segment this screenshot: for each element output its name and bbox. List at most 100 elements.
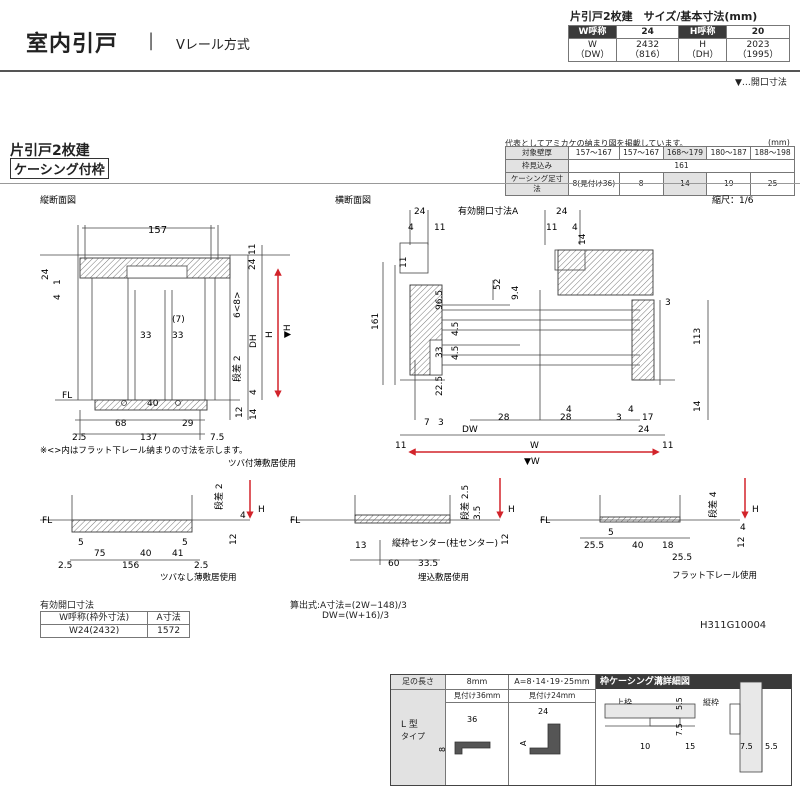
dim-label: 11 [248,244,258,255]
dim-label: 11 [395,441,406,451]
dim-label: 25.5 [672,553,692,563]
sill-detail-flat-rail [540,495,740,539]
effective-title: 有効開口寸法 [40,601,95,611]
dim-label: 段差 4 [707,491,719,518]
vertical-section [40,225,290,440]
dim-label: 7.5 [675,723,684,736]
dim-label: 10 [640,742,650,751]
dim-label: 4 [408,223,414,233]
fl-label: FL [62,391,72,401]
dim-label: 8 [438,747,447,752]
dim-label: 11 [399,257,409,268]
dim-label: H [265,331,275,338]
rail-type: Vレール方式 [176,38,250,53]
caption-umekomi: 埋込敷居使用 [418,572,469,583]
dim-label: H [508,505,515,515]
dim-label: 52 [493,279,503,290]
dim-label: 段差 2.5 [459,485,471,520]
dim-label: 12 [501,534,511,545]
center-note: 縦枠センター(柱センター) [392,537,498,549]
dim-label: 4 [572,223,578,233]
dim-label: 11 [434,223,445,233]
size-table: W呼称 24 H呼称 20 W（DW） 2432（816） H（DH） 2023… [568,25,791,62]
dim-label: 161 [371,313,381,330]
effective-col1: W呼称(枠外寸法) [39,611,149,625]
casing-8: 8mm [446,675,509,690]
dim-label: 4.5 [451,322,461,336]
dim-label: ▼H [283,324,293,338]
dim-label: 2.5 [72,433,86,443]
dim-label: 3 [665,298,671,308]
w-dim-label: W（DW） [568,38,617,62]
dim-label: 96.5 [435,290,445,310]
dim-label: 1 [53,279,63,285]
dim-label: 60 [388,559,400,569]
dim-label: 4 [53,294,63,300]
dim-label: 4 [740,523,746,533]
dim-label: 5 [182,538,188,548]
section-rule [0,183,800,184]
type-label: タイプ [401,732,425,741]
dim-label: 3.5 [473,506,483,520]
dim-label: 5 [78,538,84,548]
formula-line1: 算出式:A寸法=(2W−148)/3 [290,601,407,611]
dim-label: 14 [693,400,703,412]
dim-label: DH [249,334,259,348]
sill-detail-umekomi [290,495,500,565]
dim-label: 5.5 [675,697,684,710]
drawing-code: H311G10004 [700,620,767,631]
dim-label: 5 [608,528,614,538]
dim-label: H [752,505,759,515]
effective-col2: A寸法 [147,611,190,625]
l-type-label: L 型 [401,720,418,730]
formula-line2: DW=(W+16)/3 [322,611,390,621]
dim-label: 156 [122,561,139,571]
dim-label: 24 [638,425,650,435]
dim-label: 6<8> [233,291,243,318]
dim-label: 12 [737,537,747,548]
horizontal-view-label: 横断面図 [335,194,371,206]
casing-drawings: 36 8 24 A 5.5 7.5 10 15 7.5 5.5 [438,681,778,773]
table-cell: 8 [618,172,664,196]
dim-label: 3 [616,413,622,423]
dim-label: 29 [182,419,194,429]
caption-flat-rail: フラット下レール使用 [672,570,757,581]
cell-divider [595,690,596,785]
caption-tsuba-with: ツバ付薄敷居使用 [228,458,296,469]
casing-box: 足の長さ 8mm A=8･14･19･25mm 枠ケーシング溝詳細図 見付け36… [390,674,792,786]
foot-label: 足の長さ [391,675,446,690]
fl-label: FL [42,516,52,526]
dim-label: 14 [249,408,259,420]
caption-tsuba-without: ツバなし薄敷居使用 [160,572,237,583]
dim-label: ▼W [524,457,540,467]
side-frame-label: 縦枠 [703,698,719,707]
dim-label: 2.5 [58,561,72,571]
dim-label: 3 [438,418,444,428]
spec-title: 片引戸2枚建 サイズ/基本寸法(mm) [570,10,758,23]
footnote: ※<>内はフラット下レール納まりの寸法を示します。 [40,445,248,456]
dim-label: 9.4 [511,285,521,300]
top-frame-label: 上枠 [616,698,632,707]
dim-label: 24 [414,207,426,217]
dim-label: 24 [538,707,548,716]
table-cell: 19 [706,172,752,196]
row-label: ケーシング足寸法 [505,172,569,196]
effective-val1: W24(2432) [39,624,149,638]
effective-val2: 1572 [147,624,190,638]
sill-detail-tsuba [40,495,250,561]
dim-label: 137 [140,433,157,443]
dim-label: 4 [628,405,634,415]
dim-label: 7.5 [210,433,224,443]
dim-label: 5.5 [765,742,778,751]
dim-label: 17 [642,413,653,423]
dim-label: 40 [632,541,644,551]
dim-label: 41 [172,549,183,559]
dim-label: A [519,740,528,746]
dim-label: 40 [140,549,152,559]
row-label: 枠見込み [505,159,569,173]
w-label: W呼称 [568,25,617,39]
type-cell [391,690,446,785]
dim-label: 25.5 [584,541,604,551]
h-dim-label: H（DH） [678,38,727,62]
